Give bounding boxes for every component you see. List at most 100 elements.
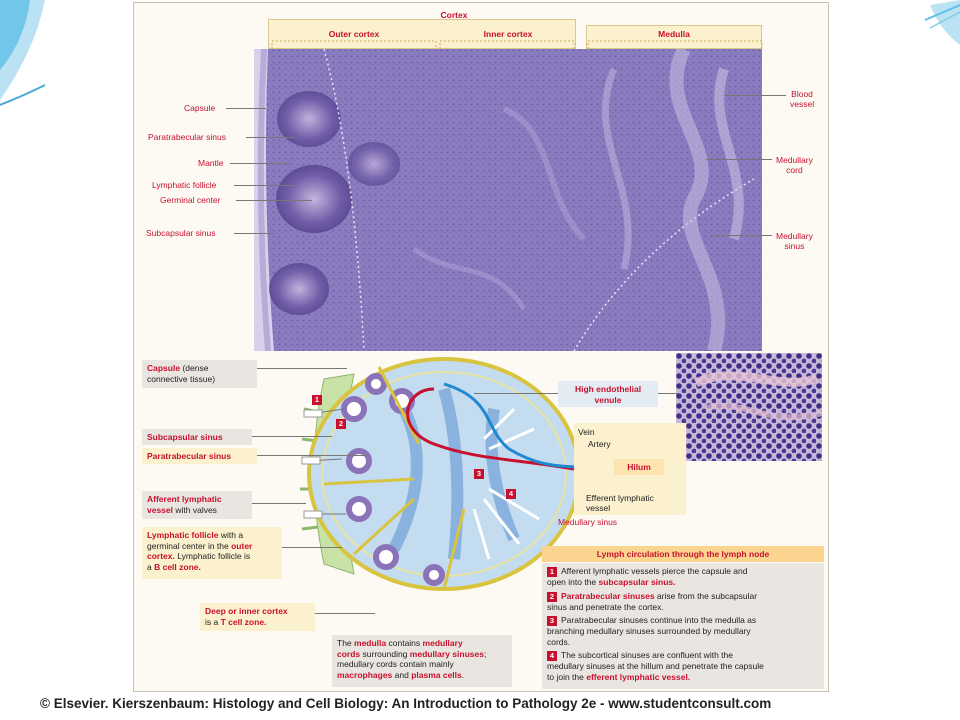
medulla-header: Medulla	[658, 29, 690, 39]
afferent-line1: Afferent lymphatic	[147, 494, 222, 504]
capsule-rest: (dense	[180, 363, 209, 373]
hev-callout: High endothelial venule	[558, 381, 658, 407]
leader-germinal-center	[236, 200, 312, 201]
deep-a: Deep or inner cortex	[205, 606, 288, 616]
med-b: medulla	[354, 638, 387, 648]
leader-afferent	[252, 503, 306, 504]
step-1-c: subcapsular sinus.	[598, 577, 676, 587]
efferent-line1: Efferent lymphatic	[586, 493, 654, 503]
label-blood-vessel-line1: Blood	[791, 89, 813, 99]
label-efferent: Efferent lymphatic vessel	[586, 493, 654, 513]
label-medullary-sinus-line2: sinus	[784, 241, 805, 251]
afferent-line2b: with valves	[173, 504, 217, 515]
slide-decoration-left	[0, 0, 46, 106]
cortex-header: Cortex	[440, 10, 468, 20]
med-j: macrophages	[337, 669, 393, 680]
inner-cortex-header: Inner cortex	[483, 29, 533, 39]
leader-capsule	[226, 108, 266, 109]
label-medullary-sinus-diagram: Medullary sinus	[558, 517, 618, 527]
lymph-node-figure: Cortex Outer cortex Inner cortex Medulla	[133, 2, 829, 692]
step-4-d: efferent lymphatic vessel.	[586, 671, 691, 682]
leader-mantle	[230, 163, 290, 164]
step-1-a: Afferent lymphatic vessels pierce the ca…	[561, 566, 748, 576]
hev-line2: venule	[594, 394, 622, 405]
cortex-bracket	[268, 19, 576, 49]
label-medullary-cord-line2: cord	[786, 165, 803, 175]
med-e: cords	[337, 648, 361, 659]
circulation-steps: 1 Afferent lymphatic vessels pierce the c…	[542, 563, 824, 689]
deep-cortex-callout: Deep or inner cortex is a T cell zone.	[200, 603, 315, 631]
med-h: ;	[483, 648, 487, 659]
med-f: surrounding	[360, 648, 410, 659]
label-medullary-sinus-micro: Medullary sinus	[776, 231, 813, 251]
label-subcapsular-sinus: Subcapsular sinus	[146, 228, 216, 238]
follicle-e: cortex.	[147, 551, 175, 561]
outer-cortex-header: Outer cortex	[328, 29, 380, 39]
leader-paratrabecular-diagram	[257, 455, 367, 456]
label-blood-vessel: Blood vessel	[790, 89, 814, 109]
circulation-step-1: 1 Afferent lymphatic vessels pierce the c…	[547, 566, 819, 588]
follicle-h: B cell zone.	[154, 561, 201, 572]
capsule-title: Capsule	[147, 363, 181, 373]
histology-micrograph	[254, 49, 762, 351]
follicle-g: a	[147, 561, 155, 572]
leader-paratrabecular-sinus	[246, 137, 296, 138]
leader-follicle	[282, 547, 342, 548]
step-3-num: 3	[547, 616, 557, 626]
label-paratrabecular-sinus: Paratrabecular sinus	[148, 132, 226, 142]
leader-deep-cortex	[315, 613, 375, 614]
leader-medullary-cord	[706, 159, 772, 160]
med-a: The	[337, 638, 355, 648]
leader-medullary-sinus-micro	[712, 235, 772, 236]
circulation-step-3: 3 Paratrabecular sinuses continue into th…	[547, 615, 819, 647]
label-vein: Vein	[578, 427, 595, 437]
follicle-c: germinal center in the	[147, 540, 232, 551]
efferent-line2: vessel	[586, 503, 611, 513]
step-2-num: 2	[547, 591, 557, 602]
marker-2: 2	[336, 419, 346, 429]
med-g: medullary sinuses	[409, 648, 484, 659]
capsule-callout: Capsule (dense connective tissue)	[142, 360, 257, 388]
follicle-b: with a	[218, 530, 244, 540]
step-1-b: open into the	[547, 577, 599, 587]
leader-hev-micrograph	[658, 393, 678, 394]
follicle-d: outer	[231, 540, 253, 551]
afferent-line2a: vessel	[147, 504, 173, 515]
circulation-step-2: 2 Paratrabecular sinuses arise from the s…	[547, 591, 819, 613]
step-2-a: Paratrabecular sinuses	[561, 590, 655, 601]
follicle-a: Lymphatic follicle	[147, 530, 219, 540]
medulla-callout: The medulla contains medullary cords sur…	[332, 635, 512, 687]
circulation-title: Lymph circulation through the lymph node	[542, 546, 824, 562]
leader-blood-vessel	[724, 95, 786, 96]
step-3-b: branching medullary sinuses surrounded b…	[547, 626, 751, 636]
capsule-line2: connective tissue)	[147, 373, 216, 384]
hilum-callout: Hilum	[614, 459, 664, 475]
slide-decoration-right	[924, 0, 960, 45]
step-4-b: medullary sinuses at the hillum and pene…	[547, 661, 764, 671]
leader-capsule-diagram	[257, 368, 347, 369]
label-medullary-cord: Medullary cord	[776, 155, 813, 175]
step-4-c: to join the	[547, 671, 587, 682]
subcapsular-sinus-callout: Subcapsular sinus	[142, 429, 252, 445]
med-i: medullary cords contain mainly	[337, 659, 454, 669]
med-c: contains	[386, 638, 423, 648]
header-brackets	[271, 40, 763, 49]
deep-b: is a	[205, 616, 221, 627]
step-3-a: Paratrabecular sinuses continue into the…	[561, 615, 757, 625]
med-m: .	[461, 669, 465, 680]
step-1-num: 1	[547, 567, 557, 577]
label-lymphatic-follicle: Lymphatic follicle	[152, 180, 217, 190]
step-4-a: The subcortical sinuses are confluent wi…	[561, 650, 733, 660]
leader-subcapsular-sinus	[234, 233, 274, 234]
medulla-bracket	[586, 25, 762, 49]
med-d: medullary	[422, 638, 463, 648]
label-capsule: Capsule	[184, 103, 216, 113]
step-2-c: sinus and penetrate the cortex.	[547, 601, 664, 612]
label-mantle: Mantle	[198, 158, 224, 168]
afferent-callout: Afferent lymphatic vessel with valves	[142, 491, 252, 519]
step-3-c: cords.	[547, 636, 571, 647]
hev-line1: High endothelial	[574, 384, 642, 394]
step-2-b: arise from the subcapsular	[654, 590, 758, 601]
follicle-callout: Lymphatic follicle with a germinal cente…	[142, 527, 282, 579]
